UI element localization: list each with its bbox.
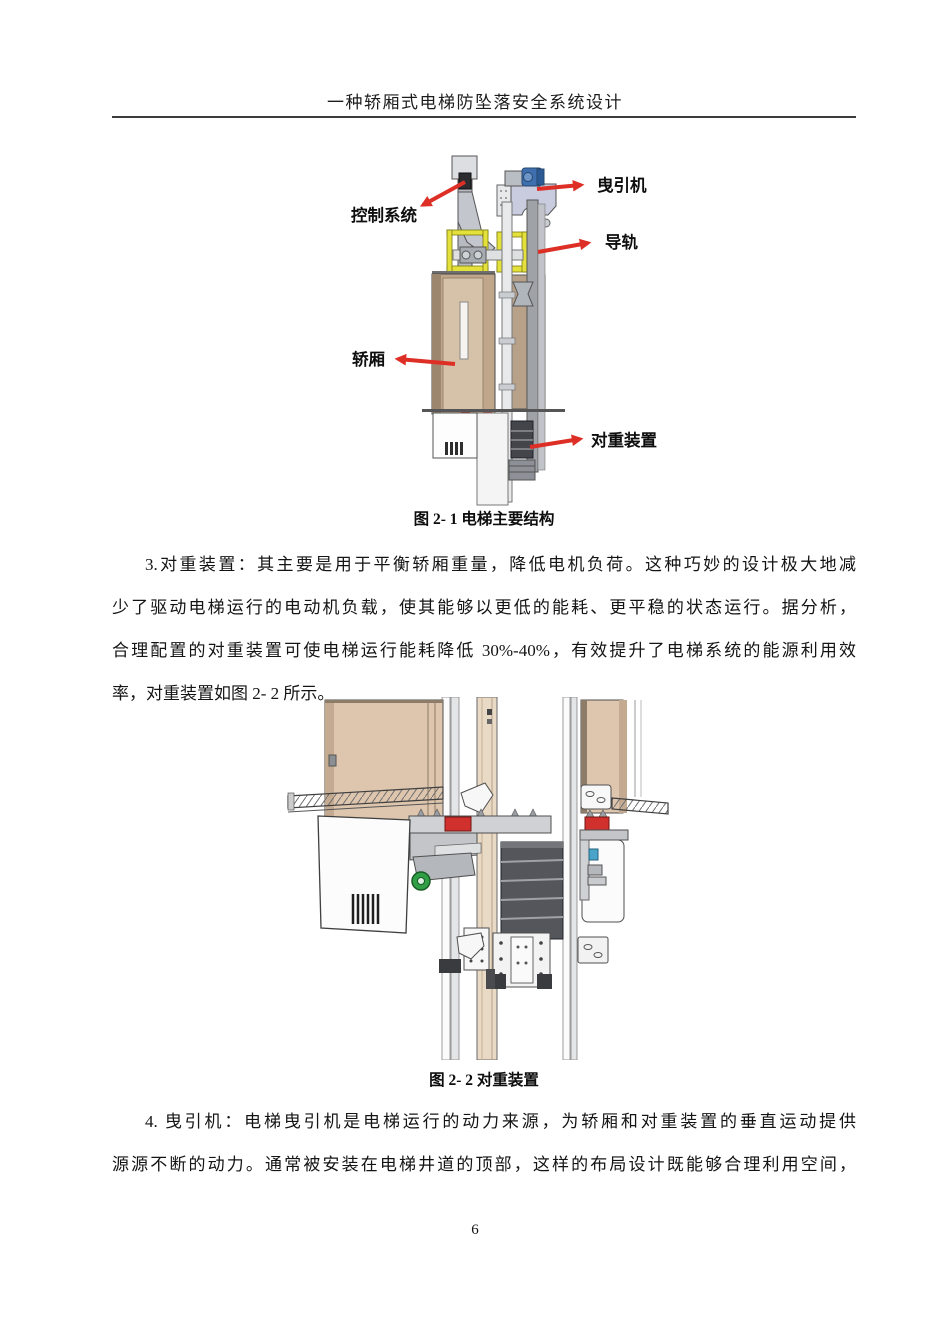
paragraph-line: 4. 曳引机：电梯曳引机是电梯运行的动力来源，为轿厢和对重装置的垂直运动提供 [145, 1112, 856, 1131]
page-number: 6 [471, 1222, 479, 1238]
paragraph-traction: 4. 曳引机：电梯曳引机是电梯运行的动力来源，为轿厢和对重装置的垂直运动提供 源… [112, 1100, 856, 1186]
page-header-title: 一种轿厢式电梯防坠落安全系统设计 [327, 93, 623, 112]
carriage-shape [408, 808, 552, 891]
paragraph-line: 率，对重装置如图 2- 2 所示。 [112, 684, 335, 703]
lower-brackets-shape [439, 932, 609, 989]
figure-counterweight-device [287, 697, 669, 1060]
right-assembly-shape [579, 809, 629, 923]
paragraph-line: 3.对重装置：其主要是用于平衡轿厢重量，降低电机负荷。这种巧妙的设计极大地减 [145, 555, 856, 574]
label-guide-rail: 导轨 [605, 232, 639, 252]
counterweight-shape [508, 420, 536, 481]
paragraph-line: 合理配置的对重装置可使电梯运行能耗降低 30%-40%，有效提升了电梯系统的能源… [112, 641, 856, 660]
paragraph-counterweight: 3.对重装置：其主要是用于平衡轿厢重量，降低电机负荷。这种巧妙的设计极大地减 少… [112, 543, 856, 715]
label-traction-machine: 曳引机 [597, 175, 647, 195]
truss-shape [287, 786, 669, 815]
rail-bracket-upper-shape [460, 782, 494, 814]
paragraph-line: 少了驱动电梯运行的电动机负载，使其能够以更低的能耗、更平稳的状态运行。据分析， [112, 598, 856, 617]
figure1-caption: 图 2- 1 电梯主要结构 [413, 511, 555, 528]
paragraph-line: 源源不断的动力。通常被安装在电梯井道的顶部，这样的布局设计既能够合理利用空间， [112, 1155, 856, 1174]
label-counterweight: 对重装置 [591, 430, 657, 450]
figure-elevator-structure: 控制系统 曳引机 导轨 轿厢 对重装置 [351, 155, 657, 506]
right-panel-shape [580, 699, 642, 814]
header-rule [112, 116, 856, 118]
figure2-caption: 图 2- 2 对重装置 [429, 1072, 539, 1089]
counterweight-stack-shape [500, 841, 564, 940]
hanger-bracket-shape [512, 281, 534, 307]
gear-cluster-shape [459, 246, 487, 264]
left-door-panel-shape [317, 815, 411, 934]
control-column-shape [451, 155, 496, 276]
label-car: 轿厢 [352, 349, 385, 369]
cross-beam-shape [452, 249, 524, 261]
label-control-system: 控制系统 [351, 205, 418, 225]
annotation-arrows [394, 179, 592, 449]
car-base-shape [422, 409, 565, 506]
